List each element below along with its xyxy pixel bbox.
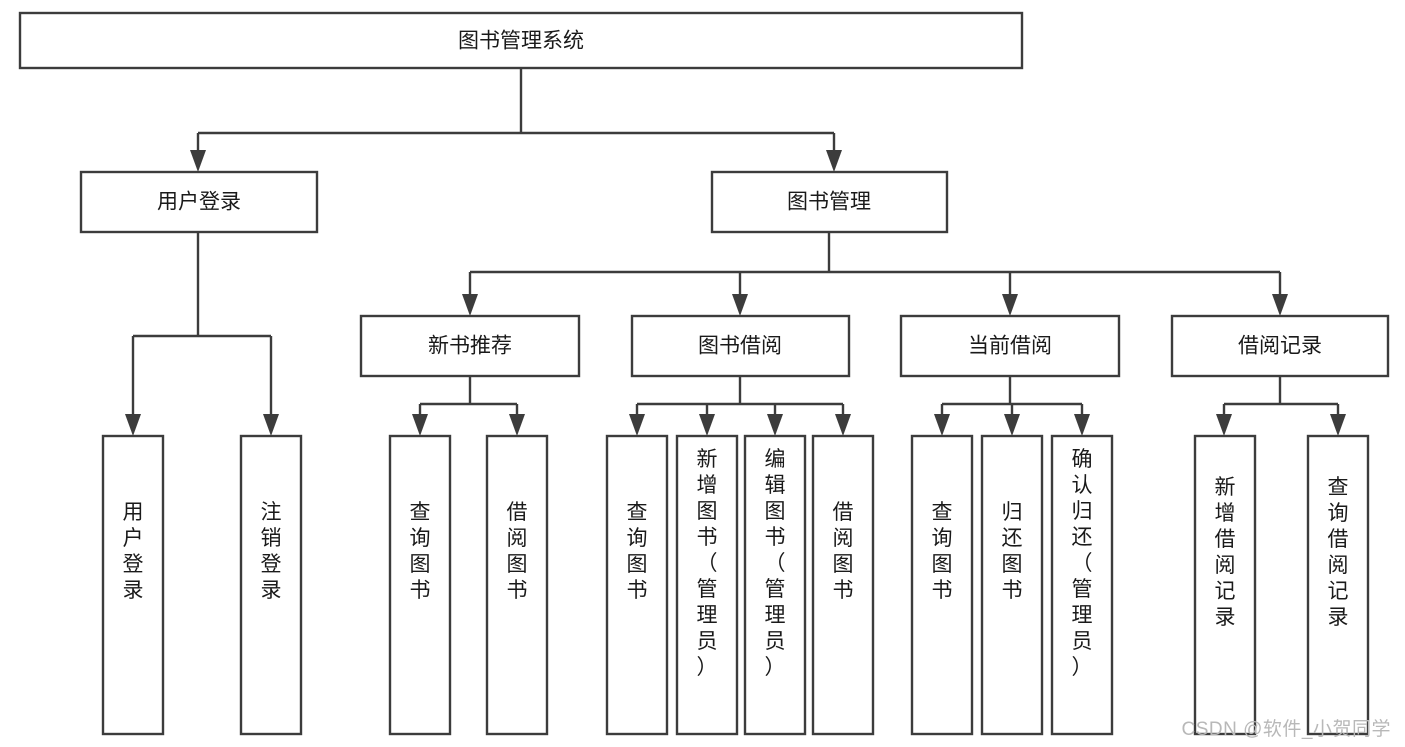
edge-userlogin-bus: [131, 232, 273, 424]
node-root-box[interactable]: [18, 11, 1024, 70]
node-new-book-recommend-box[interactable]: [359, 314, 581, 378]
arrow-root-to-user-login: [190, 150, 206, 172]
arrow-to-leaf-borrow-book-2: [835, 414, 851, 436]
edge-newbook-bus: [418, 376, 519, 424]
node-new-book-recommend-label: 新书推荐: [428, 335, 512, 358]
node-leaf-add-borrow-record-box[interactable]: [1193, 434, 1257, 736]
node-leaf-borrow-book-2-label: 借阅图书: [833, 501, 854, 602]
node-book-borrow[interactable]: 图书借阅: [630, 314, 851, 378]
arrow-to-leaf-user-login: [125, 414, 141, 436]
node-book-management-label: 图书管理: [787, 191, 871, 214]
arrow-to-leaf-confirm-return: [1074, 414, 1090, 436]
edge-root-bus: [196, 68, 836, 160]
node-leaf-edit-book-admin-box[interactable]: [743, 434, 807, 736]
node-leaf-add-book-admin-label: 新增图书（管理员）: [697, 448, 718, 679]
node-leaf-add-book-admin[interactable]: 新增图书（管理员）: [675, 434, 739, 736]
node-book-management-box[interactable]: [710, 170, 949, 234]
node-current-borrow-label: 当前借阅: [968, 335, 1052, 358]
node-leaf-confirm-return-admin[interactable]: 确认归还（管理员）: [1050, 434, 1114, 736]
arrow-to-leaf-borrow-book-1: [509, 414, 525, 436]
node-leaf-return-book-label: 归还图书: [1002, 501, 1023, 602]
edge-bookborrow-bus: [635, 376, 845, 424]
node-borrow-record-label: 借阅记录: [1238, 335, 1322, 358]
node-leaf-borrow-book-2-box[interactable]: [811, 434, 875, 736]
node-borrow-record-box[interactable]: [1170, 314, 1390, 378]
arrow-to-book-borrow: [732, 294, 748, 316]
edge-borrowrecord-bus: [1222, 376, 1340, 424]
node-leaf-query-book-2[interactable]: 查询图书: [605, 434, 669, 736]
arrow-to-leaf-query-book-2: [629, 414, 645, 436]
node-leaf-add-borrow-record-label: 新增借阅记录: [1215, 476, 1236, 629]
node-root-label: 图书管理系统: [458, 30, 584, 53]
node-book-borrow-label: 图书借阅: [698, 335, 782, 358]
node-current-borrow-box[interactable]: [899, 314, 1121, 378]
node-leaf-query-borrow-record-label: 查询借阅记录: [1328, 476, 1349, 629]
node-leaf-edit-book-admin-label: 编辑图书（管理员）: [765, 448, 786, 679]
node-user-login-box[interactable]: [79, 170, 319, 234]
node-leaf-edit-book-admin[interactable]: 编辑图书（管理员）: [743, 434, 807, 736]
arrow-to-current-borrow: [1002, 294, 1018, 316]
arrow-to-leaf-edit-book: [767, 414, 783, 436]
node-leaf-query-book-3-box[interactable]: [910, 434, 974, 736]
node-leaf-borrow-book-1[interactable]: 借阅图书: [485, 434, 549, 736]
node-leaf-return-book-box[interactable]: [980, 434, 1044, 736]
node-leaf-logout[interactable]: 注销登录: [239, 434, 303, 736]
node-new-book-recommend[interactable]: 新书推荐: [359, 314, 581, 378]
arrow-to-leaf-add-book: [699, 414, 715, 436]
node-leaf-confirm-return-admin-box[interactable]: [1050, 434, 1114, 736]
node-leaf-user-login-label: 用户登录: [123, 501, 144, 602]
node-user-login-label: 用户登录: [157, 191, 241, 214]
node-leaf-confirm-return-admin-label: 确认归还（管理员）: [1072, 448, 1093, 679]
arrow-root-to-book-manage: [826, 150, 842, 172]
node-leaf-query-borrow-record[interactable]: 查询借阅记录: [1306, 434, 1370, 736]
node-leaf-query-book-2-box[interactable]: [605, 434, 669, 736]
node-leaf-query-book-1-box[interactable]: [388, 434, 452, 736]
arrow-to-leaf-query-record: [1330, 414, 1346, 436]
node-leaf-query-book-3-label: 查询图书: [932, 501, 953, 602]
arrow-to-borrow-record: [1272, 294, 1288, 316]
node-book-borrow-box[interactable]: [630, 314, 851, 378]
node-leaf-query-book-1-label: 查询图书: [410, 501, 431, 602]
csdn-watermark: CSDN @软件_小贺同学: [1181, 719, 1391, 740]
node-leaf-query-book-3[interactable]: 查询图书: [910, 434, 974, 736]
node-current-borrow[interactable]: 当前借阅: [899, 314, 1121, 378]
node-leaf-user-login[interactable]: 用户登录: [101, 434, 165, 736]
node-leaf-add-book-admin-box[interactable]: [675, 434, 739, 736]
arrow-to-leaf-return-book: [1004, 414, 1020, 436]
node-book-management[interactable]: 图书管理: [710, 170, 949, 234]
node-leaf-borrow-book-1-box[interactable]: [485, 434, 549, 736]
node-root[interactable]: 图书管理系统: [18, 11, 1024, 70]
node-leaf-query-book-1[interactable]: 查询图书: [388, 434, 452, 736]
node-leaf-borrow-book-2[interactable]: 借阅图书: [811, 434, 875, 736]
node-leaf-add-borrow-record[interactable]: 新增借阅记录: [1193, 434, 1257, 736]
node-leaf-return-book[interactable]: 归还图书: [980, 434, 1044, 736]
edge-bookmanage-bus: [468, 232, 1282, 304]
node-leaf-borrow-book-1-label: 借阅图书: [507, 501, 528, 602]
node-leaf-query-borrow-record-box[interactable]: [1306, 434, 1370, 736]
arrow-to-leaf-query-book-3: [934, 414, 950, 436]
connector-layer: [125, 68, 1346, 436]
node-leaf-logout-box[interactable]: [239, 434, 303, 736]
node-leaf-user-login-box[interactable]: [101, 434, 165, 736]
node-user-login[interactable]: 用户登录: [79, 170, 319, 234]
arrow-to-leaf-logout: [263, 414, 279, 436]
arrow-to-leaf-query-book-1: [412, 414, 428, 436]
node-leaf-logout-label: 注销登录: [261, 501, 282, 602]
arrow-to-new-book-rec: [462, 294, 478, 316]
node-leaf-query-book-2-label: 查询图书: [627, 501, 648, 602]
arrow-to-leaf-add-record: [1216, 414, 1232, 436]
node-borrow-record[interactable]: 借阅记录: [1170, 314, 1390, 378]
